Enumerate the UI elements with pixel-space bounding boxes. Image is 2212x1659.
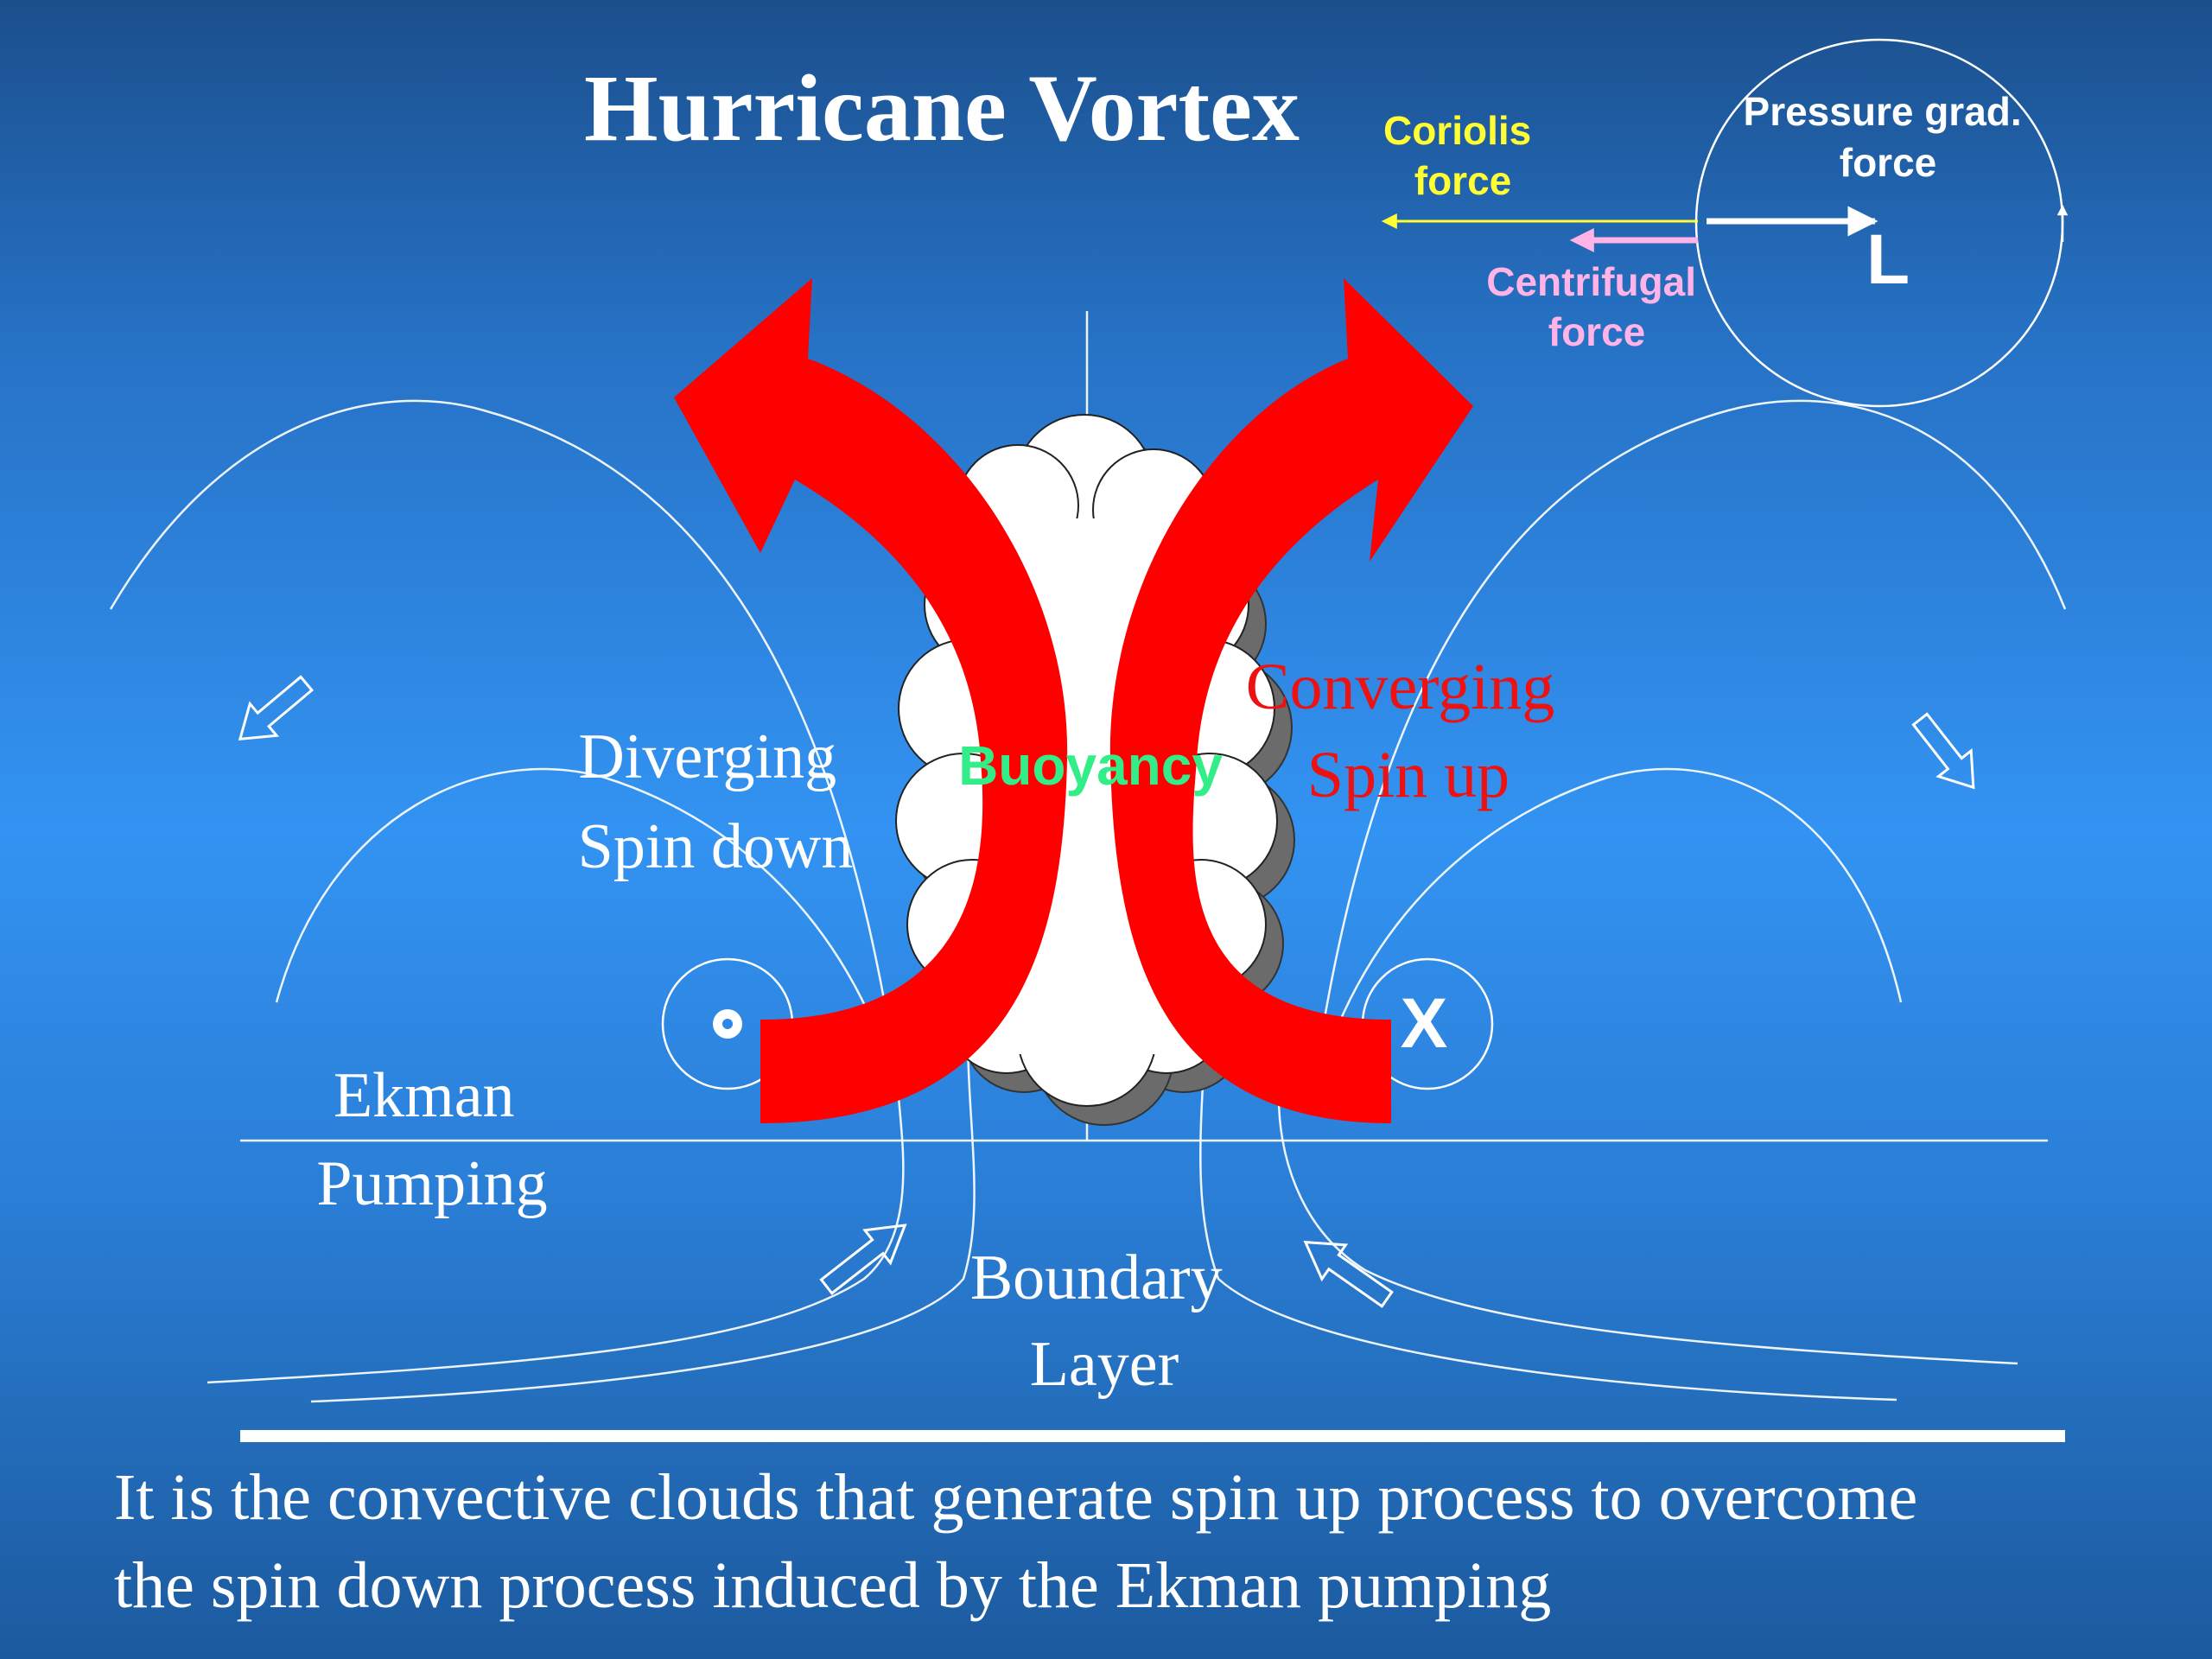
diverging-label: Diverging xyxy=(578,721,836,792)
svg-text:Diverging Spin down: Diverging Spin down xyxy=(578,721,854,882)
spin-down-label: Spin down xyxy=(578,811,854,882)
into-page-x-icon: X xyxy=(1401,984,1448,1063)
pumping-label: Pumping xyxy=(316,1148,547,1219)
inner-circulation-left xyxy=(275,767,900,1098)
svg-text:Pressure grad. force: Pressure grad. force xyxy=(1744,89,2033,185)
ground-line xyxy=(240,1430,2065,1442)
caption-line-1: It is the convective clouds that generat… xyxy=(114,1461,1917,1534)
caption-line-2: the spin down process induced by the Ekm… xyxy=(114,1549,1551,1622)
converging-label: Converging xyxy=(1246,651,1554,723)
svg-text:Coriolis force: Coriolis force xyxy=(1383,108,1542,203)
centrifugal-label-line2: force xyxy=(1548,309,1645,354)
layer-label: Layer xyxy=(1030,1329,1179,1400)
hollow-arrow-upper-left xyxy=(238,675,315,741)
hollow-arrow-lower-left xyxy=(819,1224,907,1295)
hollow-arrow-upper-right xyxy=(1911,712,1975,790)
svg-text:It is the convective clouds th: It is the convective clouds that generat… xyxy=(114,1461,1934,1622)
hollow-arrow-lower-right xyxy=(1303,1240,1394,1308)
coriolis-label-line1: Coriolis xyxy=(1383,108,1531,153)
outflow-arrow-left xyxy=(674,278,1068,1123)
outer-circulation-right xyxy=(1312,399,2067,1090)
pressure-gradient-label-line1: Pressure grad. xyxy=(1744,89,2022,134)
coriolis-label-line2: force xyxy=(1414,158,1511,203)
svg-text:Boundary Layer: Boundary Layer xyxy=(970,1243,1238,1400)
svg-text:Converging Spin up: Converging Spin up xyxy=(1246,651,1571,811)
spin-up-label: Spin up xyxy=(1307,739,1510,811)
pressure-gradient-label-line2: force xyxy=(1840,140,1936,185)
inflow-line-right-outer xyxy=(1277,1096,2018,1365)
inner-circulation-right xyxy=(1312,767,1903,1098)
low-pressure-marker: L xyxy=(1866,220,1910,299)
outflow-arrow-right xyxy=(1109,278,1473,1123)
svg-text:Centrifugal force: Centrifugal force xyxy=(1486,259,1707,354)
ekman-label: Ekman xyxy=(334,1060,515,1131)
page-title: Hurricane Vortex xyxy=(584,55,1300,161)
buoyancy-label: Buoyancy xyxy=(958,734,1223,797)
inflow-line-left-outer xyxy=(207,1096,905,1384)
inflow-line-right-inner xyxy=(1199,1036,1897,1402)
outer-circulation-left xyxy=(109,399,900,1090)
svg-text:Ekman Pumping: Ekman Pumping xyxy=(316,1060,547,1219)
centrifugal-label-line1: Centrifugal xyxy=(1486,259,1696,304)
boundary-label: Boundary xyxy=(970,1243,1223,1313)
out-of-page-dot-center xyxy=(722,1019,733,1029)
inflow-line-left-inner xyxy=(310,1036,976,1403)
